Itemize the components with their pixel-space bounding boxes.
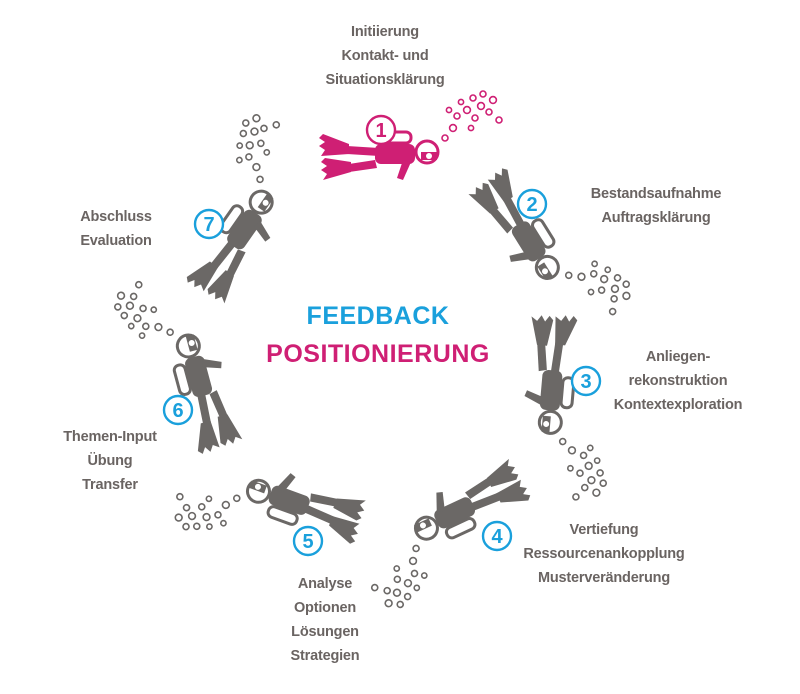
step-7-line-2: Evaluation [80,233,152,249]
step-4-number-circle: 4 [481,520,513,552]
step-1-number-circle: 1 [365,114,397,146]
step-2-number: 2 [526,194,537,216]
step-4-number: 4 [491,526,503,548]
step-3-line-1: Anliegen- [645,349,711,365]
step-6-number: 6 [172,400,183,422]
step-3-number: 3 [580,371,591,393]
step-3-line-2: rekonstruktion [628,373,728,389]
step-2-label: Bestandsaufnahme Auftragsklärung [591,182,722,230]
step-7-number: 7 [203,214,214,236]
diver-icon-6 [114,280,243,454]
step-1-line-2: Kontakt- und [341,48,429,64]
step-6-line-2: Übung [87,453,133,469]
step-6-label: Themen-Input Übung Transfer [63,425,157,497]
step-1-line-3: Situationsklärung [325,72,445,88]
diver-icon-1 [319,90,503,180]
step-3-number-circle: 3 [570,365,602,397]
step-1-number: 1 [375,120,386,142]
step-4-line-2: Ressourcenankopplung [523,546,685,562]
step-1-line-1: Initiierung [351,24,419,40]
center-title-feedback: FEEDBACK [306,302,450,330]
step-7-label: Abschluss Evaluation [80,205,152,253]
step-6-number-circle: 6 [162,394,194,426]
diver-icon-4 [370,458,531,609]
diver-icon-5 [174,473,366,544]
step-5-line-1: Analyse [297,576,353,592]
step-7-number-circle: 7 [193,208,225,240]
step-2-number-circle: 2 [516,188,548,220]
center-title-positionierung: POSITIONIERUNG [266,340,490,368]
diver-icon-2 [468,168,631,316]
diver-icon-7 [186,114,281,304]
step-5-label: Analyse Optionen Lösungen Strategien [291,572,360,668]
step-5-line-4: Strategien [290,648,360,664]
step-4-line-3: Musterveränderung [538,570,670,586]
diver-icon-3 [524,315,608,501]
step-7-line-1: Abschluss [80,209,152,225]
step-1-label: Initiierung Kontakt- und Situationskläru… [325,20,444,92]
step-3-label: Anliegen- rekonstruktion Kontextexplorat… [614,345,743,417]
step-4-line-1: Vertiefung [569,522,639,538]
step-5-number-circle: 5 [292,525,324,557]
step-6-line-1: Themen-Input [63,429,157,445]
step-2-line-1: Bestandsaufnahme [590,186,722,202]
step-3-line-3: Kontextexploration [613,397,743,413]
step-5-number: 5 [302,531,313,553]
step-5-line-2: Optionen [293,600,357,616]
step-6-line-3: Transfer [82,477,138,493]
step-4-label: Vertiefung Ressourcenankopplung Musterve… [523,518,684,590]
step-2-line-2: Auftragsklärung [601,210,711,226]
step-5-line-3: Lösungen [291,624,359,640]
